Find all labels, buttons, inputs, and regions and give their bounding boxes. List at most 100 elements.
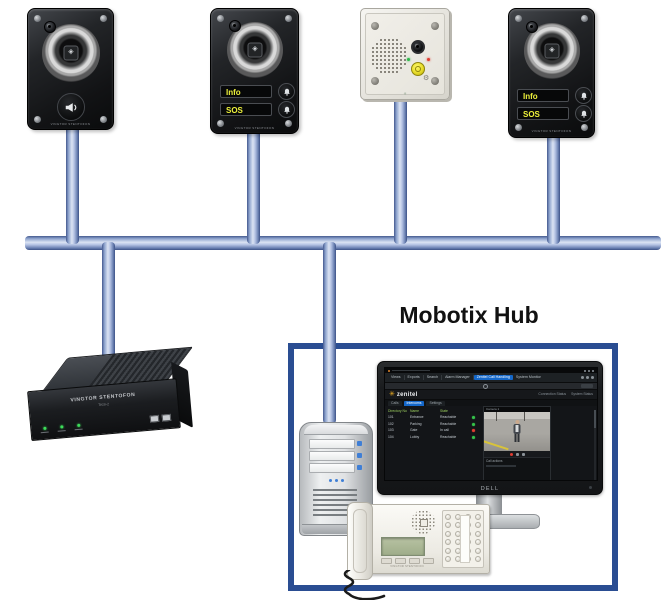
app-logo-icon (388, 369, 390, 372)
desk-phone: VINGTOR STENTOFON (366, 504, 490, 574)
phone-key[interactable] (475, 547, 481, 554)
screw-icon (34, 15, 41, 22)
call-action-panel: Call actions (484, 457, 550, 480)
call-button-yellow[interactable] (411, 62, 425, 76)
snapshot-icon[interactable] (521, 452, 525, 456)
phone-key[interactable] (475, 555, 481, 562)
hub-title: Mobotix Hub (378, 296, 560, 334)
phone-key[interactable] (475, 514, 481, 520)
port-icon (161, 413, 172, 422)
intercom-station-white: ⚙ ✳ (360, 8, 450, 100)
record-icon[interactable] (509, 452, 513, 456)
phone-speaker-icon (411, 510, 435, 534)
sos-call-row: SOS (517, 105, 592, 122)
controller-ports (149, 413, 172, 423)
screw-icon (100, 116, 107, 123)
tab-intercoms[interactable]: Intercoms (403, 400, 425, 406)
keypad-label-strip (460, 515, 470, 563)
door-station-2: ◈ Info SOS VINGTOR STENTOFON (210, 8, 299, 134)
scrollbar[interactable] (594, 410, 596, 480)
camera-lens-icon (411, 40, 425, 54)
screw-icon (431, 22, 439, 30)
bay-latch-icon (357, 441, 362, 446)
user-icon[interactable] (586, 376, 589, 379)
status-dot (471, 416, 475, 420)
info-call-row: Info (220, 83, 295, 100)
drop-line-server (323, 242, 336, 424)
table-row[interactable]: 102 Parking Reachable (388, 421, 480, 428)
setup-button[interactable] (581, 384, 593, 388)
dell-monitor: Views Exports Search Alarm Manager Zenit… (377, 361, 603, 495)
sos-bell-button[interactable] (575, 105, 592, 122)
menu-item-views[interactable]: Views (388, 374, 405, 381)
status-led (57, 425, 66, 432)
phone-key[interactable] (445, 522, 451, 529)
info-bell-button[interactable] (575, 87, 592, 104)
operator-icon (482, 383, 488, 389)
table-row[interactable]: 103 Gate In call (388, 428, 480, 435)
bay-latch-icon (357, 453, 362, 458)
phone-key[interactable] (445, 514, 451, 520)
screw-icon (371, 22, 379, 30)
table-row[interactable]: 104 Lobby Reachable (388, 434, 480, 441)
phone-key[interactable] (445, 539, 451, 546)
softkey[interactable] (409, 558, 420, 564)
tab-settings[interactable]: Settings (426, 400, 445, 406)
phone-handset[interactable] (347, 502, 373, 580)
video-tile: Camera 1 (483, 406, 551, 480)
logo-chip-icon: ◈ (544, 43, 560, 59)
phone-softkeys (381, 558, 434, 564)
menu-item-zenitel-call-handling[interactable]: Zenitel Call Handling (473, 374, 513, 381)
status-dot (471, 429, 475, 433)
phone-key[interactable] (475, 522, 481, 529)
menu-item-exports[interactable]: Exports (405, 374, 424, 381)
phone-key[interactable] (445, 555, 451, 562)
gear-icon: ⚙ (423, 75, 430, 82)
sos-call-row: SOS (220, 101, 295, 118)
screw-icon (34, 116, 41, 123)
menu-item-alarm-manager[interactable]: Alarm Manager (442, 374, 474, 381)
video-controls (484, 451, 550, 457)
help-icon[interactable] (591, 376, 594, 379)
phone-key[interactable] (445, 530, 451, 537)
system-status-link[interactable]: System Status (571, 391, 593, 396)
close-icon[interactable] (592, 369, 594, 372)
table-row[interactable]: 101 Entrance Reachable (388, 415, 480, 422)
menu-item-search[interactable]: Search (424, 374, 443, 381)
connection-status-link[interactable]: Connection Status (538, 391, 567, 396)
phone-key[interactable] (445, 547, 451, 554)
logo-chip-icon: ◈ (63, 45, 79, 61)
person-figure (513, 420, 521, 442)
screw-icon (217, 15, 224, 22)
info-bell-button[interactable] (278, 83, 295, 100)
server-top-cap (304, 425, 368, 435)
phone-key[interactable] (475, 539, 481, 546)
softkey[interactable] (395, 558, 406, 564)
server-leds (329, 479, 344, 482)
minimize-icon[interactable] (584, 369, 586, 372)
handset-cord (343, 570, 386, 600)
speaker-grille-icon (370, 37, 408, 75)
screw-icon (515, 124, 522, 131)
softkey[interactable] (381, 558, 392, 564)
maximize-icon[interactable] (588, 369, 590, 372)
mic-icon[interactable] (515, 452, 519, 456)
camera-name: Camera 1 (486, 407, 500, 411)
status-led (40, 426, 49, 434)
notification-icon[interactable] (581, 376, 584, 379)
menu-item-system-monitor[interactable]: System Monitor (515, 374, 541, 379)
table-header-row: Directory No Name State (388, 408, 480, 415)
screw-icon (217, 120, 224, 127)
integration-header: ✳ zenitel Connection Status System Statu… (385, 390, 597, 400)
door-station-4: ◈ Info SOS VINGTOR STENTOFON (508, 8, 595, 138)
softkey[interactable] (423, 558, 434, 564)
phone-keypad (442, 510, 484, 568)
phone-key[interactable] (475, 530, 481, 537)
phone-display (381, 537, 425, 556)
sos-bell-button[interactable] (278, 101, 295, 118)
tab-calls[interactable]: Calls (388, 400, 402, 406)
intercom-table: Directory No Name State 101 Entrance Rea… (388, 408, 480, 441)
bus-line (25, 236, 661, 250)
call-button[interactable] (57, 93, 85, 121)
